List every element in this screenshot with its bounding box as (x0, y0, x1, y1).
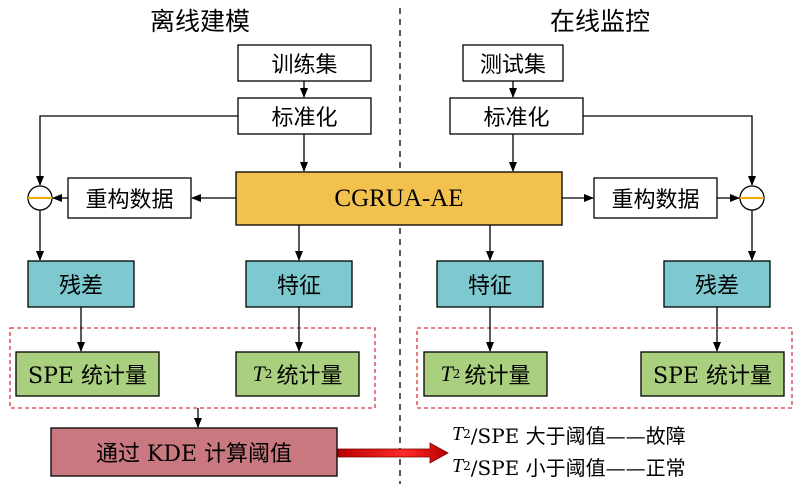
offline-reconstruct-label: 重构数据 (85, 188, 174, 213)
model-label: CGRUA-AE (334, 184, 464, 212)
online-reconstruct-label: 重构数据 (611, 188, 700, 213)
normal-rule-text: /SPE 小于阈值——正常 (470, 455, 686, 480)
kde-threshold-label: 通过 KDE 计算阈值 (95, 442, 293, 467)
train-set-label: 训练集 (271, 53, 338, 78)
online-junction (739, 185, 765, 211)
model-box (235, 171, 563, 226)
fault-rule-text: /SPE 大于阈值——故障 (470, 423, 686, 448)
t2-superscript: 2 (463, 427, 471, 441)
offline-stat-group (9, 327, 376, 409)
offline-spe-box (15, 351, 160, 397)
t2-suffix: 统计量 (276, 364, 343, 389)
online-stat-group (416, 327, 793, 409)
online-t2-box (423, 351, 548, 397)
offline-feature-label: 特征 (276, 274, 321, 299)
online-standardize-box (449, 97, 584, 135)
train-set-box (237, 44, 372, 82)
decision-arrow (337, 442, 449, 464)
online-residual-box (663, 260, 771, 308)
online-spe-label: SPE 统计量 (653, 364, 772, 389)
t2-superscript: 2 (264, 367, 273, 381)
offline-junction (27, 185, 53, 211)
t2-symbol: T (452, 454, 464, 477)
t2-superscript: 2 (452, 367, 461, 381)
test-set-label: 测试集 (479, 53, 546, 78)
t2-suffix: 统计量 (464, 364, 531, 389)
t2-symbol: T (452, 422, 464, 445)
t2-symbol: T (252, 361, 265, 386)
online-standardize-label: 标准化 (483, 106, 550, 131)
online-feature-label: 特征 (467, 274, 512, 299)
kde-threshold-box (50, 427, 338, 477)
connectors (36, 81, 756, 428)
online-section-title: 在线监控 (549, 7, 650, 36)
offline-spe-label: SPE 统计量 (28, 364, 147, 389)
online-residual-label: 残差 (694, 274, 739, 299)
offline-residual-label: 残差 (58, 274, 103, 299)
t2-superscript: 2 (463, 459, 471, 473)
test-set-box (462, 44, 564, 82)
t2-symbol: T (440, 361, 453, 386)
online-spe-box (640, 351, 785, 397)
offline-standardize-box (237, 97, 372, 135)
online-reconstruct-box (593, 177, 718, 219)
offline-standardize-label: 标准化 (271, 106, 338, 131)
offline-t2-box (235, 351, 360, 397)
offline-section-title: 离线建模 (149, 7, 250, 36)
